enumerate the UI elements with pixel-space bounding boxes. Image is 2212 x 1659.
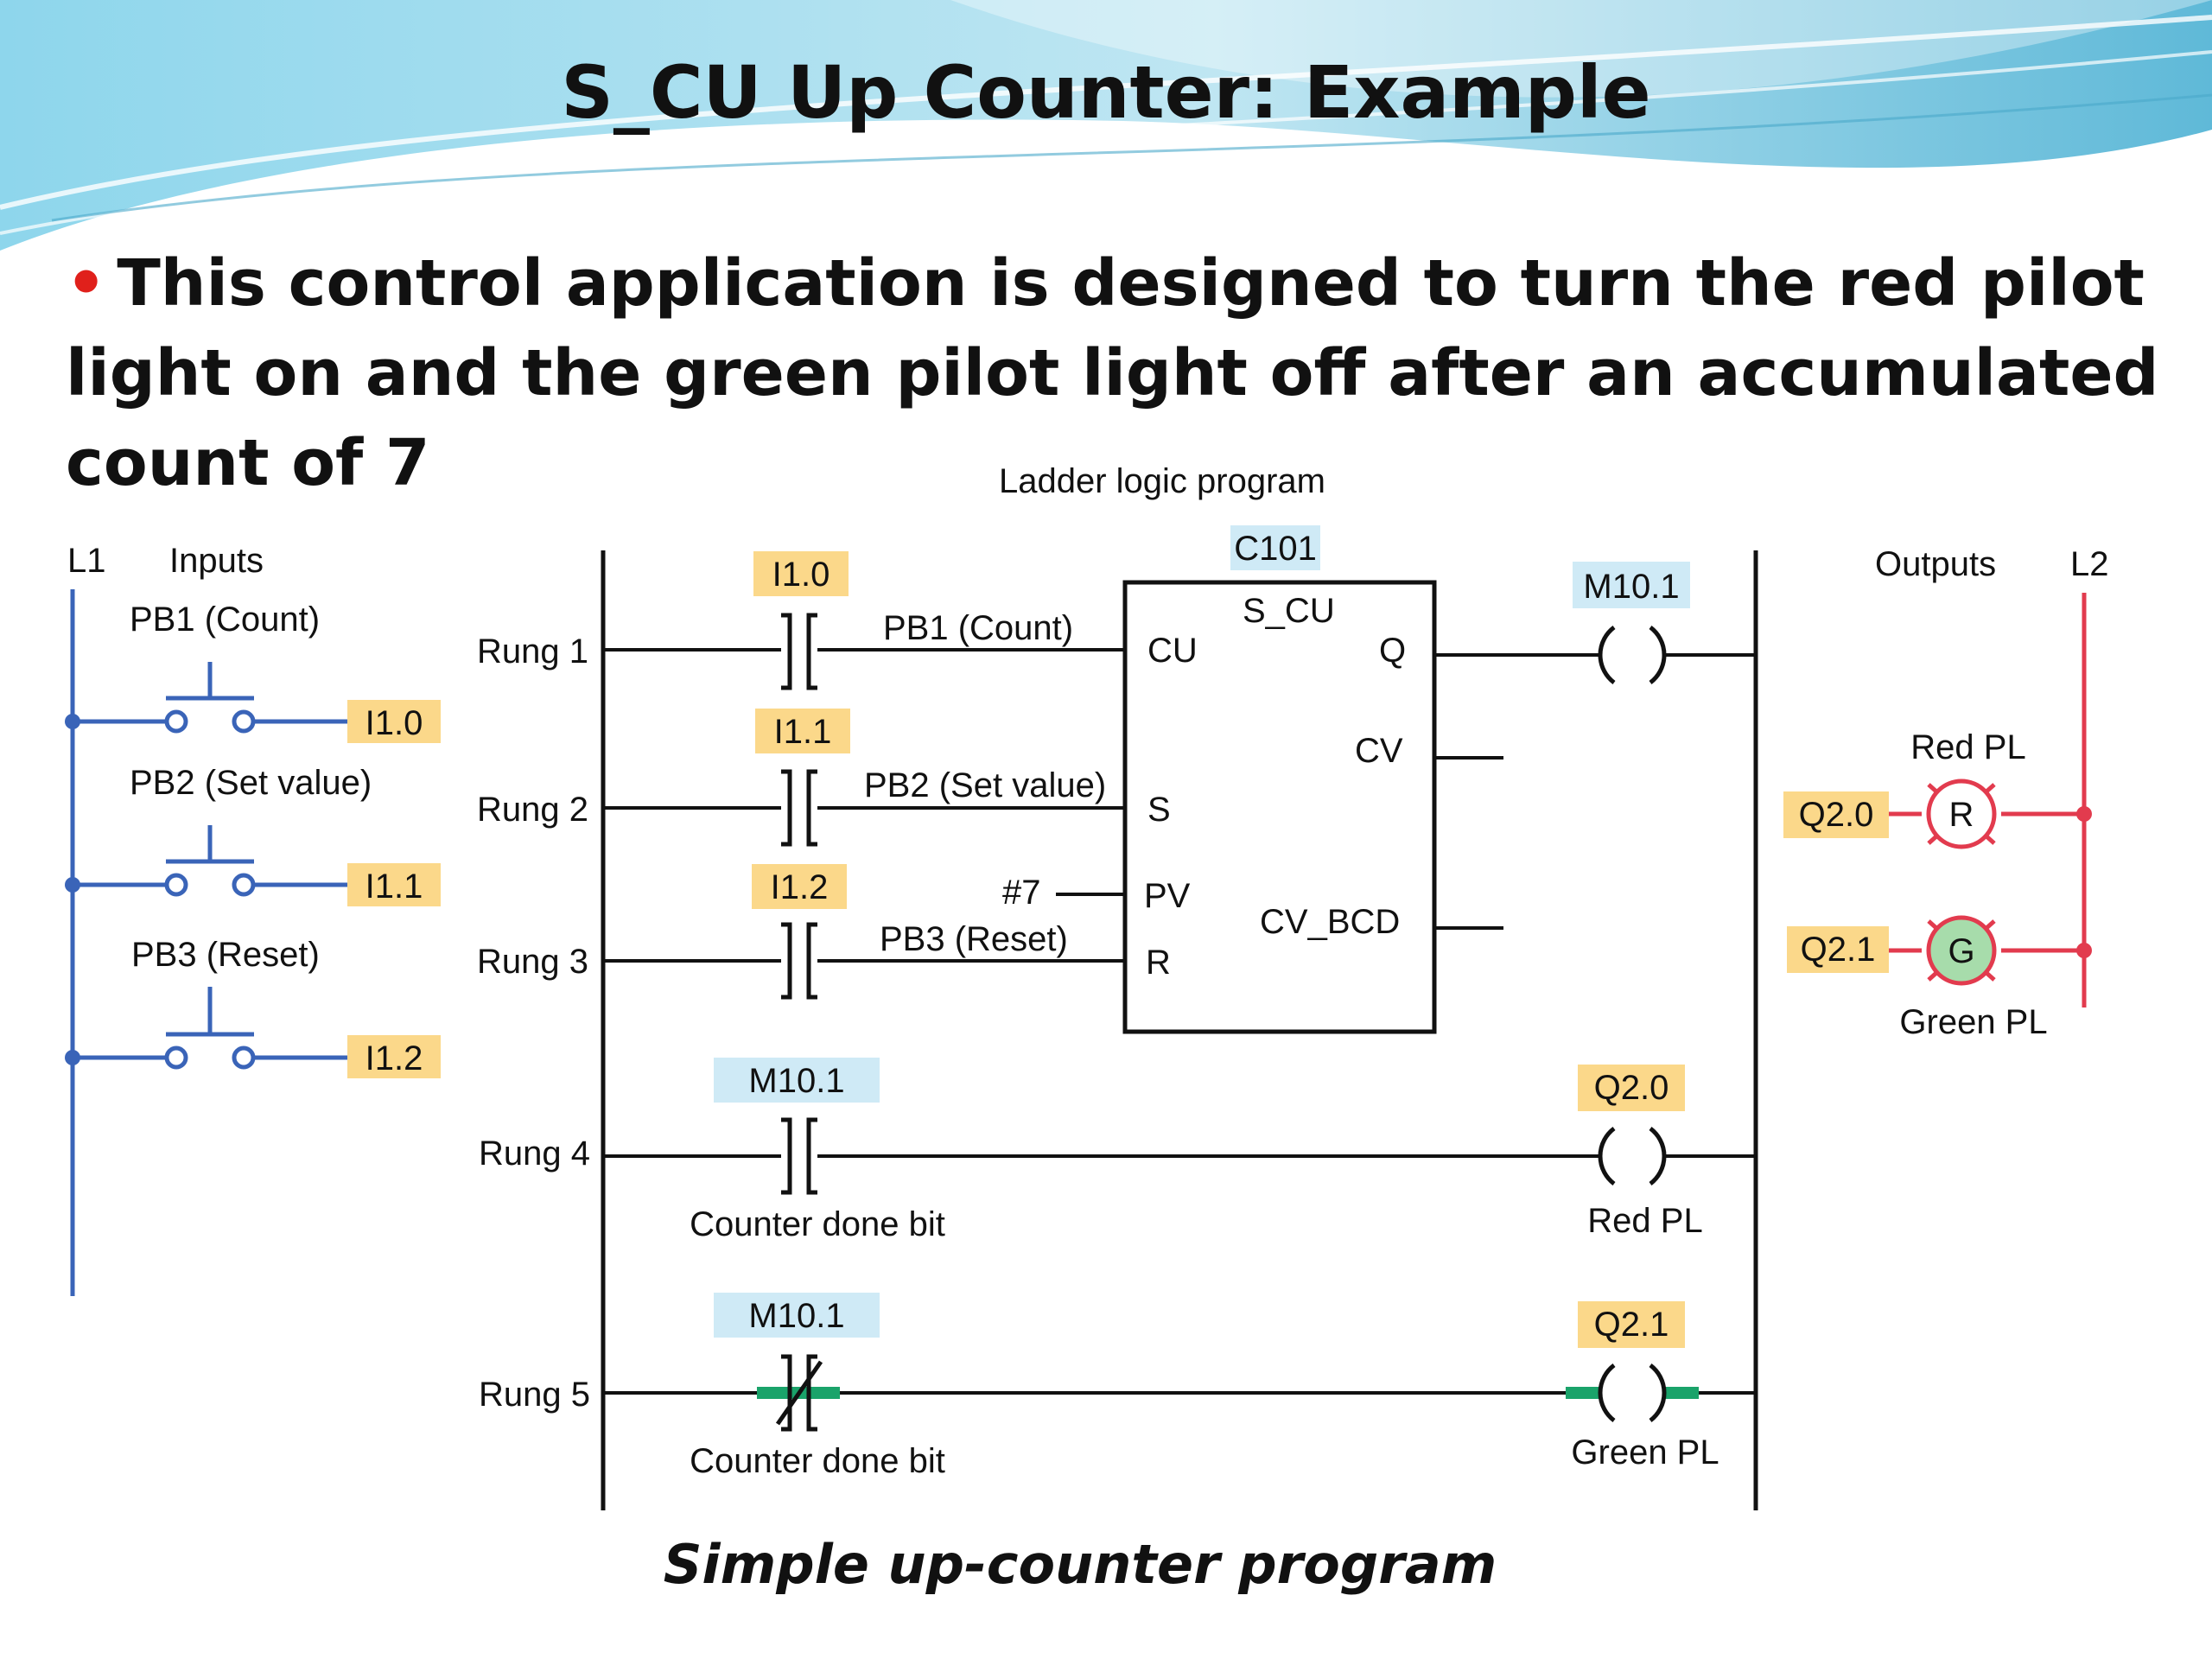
green-lamp-letter: G [1948,932,1974,970]
rung-3-address-tag: I1.2 [752,864,847,909]
pin-q: Q [1379,632,1406,670]
pushbutton-pb3-icon [164,987,256,1070]
slide-title: S_CU Up Counter: Example [561,50,1651,135]
ladder-rails [601,550,1758,1510]
rung-1-contact-label: PB1 (Count) [883,609,1073,647]
coil-q20-icon [1598,1127,1667,1185]
rung-3-contact-label: PB3 (Reset) [880,920,1068,958]
contact-rung4-icon [781,1117,817,1195]
bullet-point: •This control application is designed to… [66,238,2174,508]
bullet-dot-icon: • [66,246,107,321]
svg-text:I1.0: I1.0 [772,556,830,594]
svg-text:Q2.0: Q2.0 [1594,1069,1669,1107]
rung-5-label: Rung 5 [479,1376,590,1414]
pin-r: R [1146,944,1171,982]
svg-text:M10.1: M10.1 [748,1062,844,1100]
green-pilot-light-icon: G [1926,915,1997,986]
rung-2-label: Rung 2 [477,791,588,829]
input-pb1-label: PB1 (Count) [130,601,320,639]
rung-4-contact-label: Counter done bit [690,1205,945,1243]
pushbutton-pb1-icon [164,662,256,734]
outputs-label: Outputs [1875,545,1996,583]
pin-cu: CU [1147,632,1198,670]
preset-value: #7 [1002,874,1041,912]
counter-type: S_CU [1243,592,1335,630]
rung-5-contact-label: Counter done bit [690,1442,945,1480]
contact-rung2-icon [781,769,817,847]
output-junctions [2076,806,2092,958]
svg-text:I1.2: I1.2 [771,868,829,906]
bullet-text: This control application is designed to … [66,246,2159,500]
svg-text:Q2.1: Q2.1 [1594,1306,1669,1344]
svg-text:I1.1: I1.1 [774,713,832,751]
coil-q20-tag: Q2.0 [1578,1065,1685,1111]
svg-text:I1.1: I1.1 [365,868,423,906]
coil-m101-tag: M10.1 [1573,562,1690,608]
input-tag-i10: I1.0 [347,700,441,743]
counter-block: C101 S_CU CU S PV R Q CV CV_BCD [1122,525,1437,1034]
svg-text:I1.0: I1.0 [365,704,423,742]
coil-m101-icon [1598,626,1667,684]
rung-1-label: Rung 1 [477,632,588,671]
inputs-label: Inputs [169,542,264,580]
rung-wires [603,648,1756,1395]
coil-q20-label: Red PL [1587,1202,1702,1240]
header-banner [0,0,2212,251]
svg-text:Q2.0: Q2.0 [1799,796,1874,834]
output-tag-q20: Q2.0 [1783,791,1889,838]
pin-pv: PV [1144,877,1191,915]
output-wiring [1889,593,2087,1007]
rung-3-label: Rung 3 [477,943,588,981]
rung-1-address-tag: I1.0 [753,551,849,596]
input-tag-i12: I1.2 [347,1035,441,1078]
svg-text:I1.2: I1.2 [365,1039,423,1077]
pin-cv: CV [1355,732,1403,770]
coil-q21-label: Green PL [1571,1433,1719,1471]
input-wiring [70,589,349,1296]
coil-q21-icon [1566,1363,1699,1422]
output-red-label: Red PL [1910,728,2025,766]
pushbutton-pb2-icon [164,825,256,897]
contact-rung3-icon [781,922,817,1000]
svg-text:M10.1: M10.1 [1583,568,1679,606]
ladder-header: Ladder logic program [999,462,1325,500]
coil-q21-tag: Q2.1 [1578,1301,1685,1348]
output-tag-q21: Q2.1 [1787,926,1889,973]
red-lamp-letter: R [1949,796,1974,834]
input-junctions [65,714,80,1065]
input-pb3-label: PB3 (Reset) [131,936,320,974]
figure-caption: Simple up-counter program [663,1533,1497,1596]
counter-name: C101 [1234,530,1317,568]
pin-s: S [1147,791,1171,829]
rung-5-address-tag: M10.1 [714,1293,880,1338]
left-rail-label: L1 [67,542,106,580]
svg-text:M10.1: M10.1 [748,1297,844,1335]
rung-2-address-tag: I1.1 [755,709,850,753]
red-pilot-light-icon: R [1926,779,1997,849]
rung-labels: Rung 1 Rung 2 Rung 3 Rung 4 Rung 5 [477,632,590,1414]
contact-rung5-nc-icon [757,1354,840,1432]
rung-4-address-tag: M10.1 [714,1058,880,1103]
right-rail-label: L2 [2070,545,2109,583]
input-tag-i11: I1.1 [347,863,441,906]
input-pb2-label: PB2 (Set value) [130,764,372,802]
output-green-label: Green PL [1899,1003,2047,1041]
contact-rung1-icon [781,613,817,690]
svg-text:Q2.1: Q2.1 [1801,931,1876,969]
rung-2-contact-label: PB2 (Set value) [864,766,1106,804]
rung-4-label: Rung 4 [479,1135,590,1173]
pin-cv-bcd: CV_BCD [1260,903,1400,941]
